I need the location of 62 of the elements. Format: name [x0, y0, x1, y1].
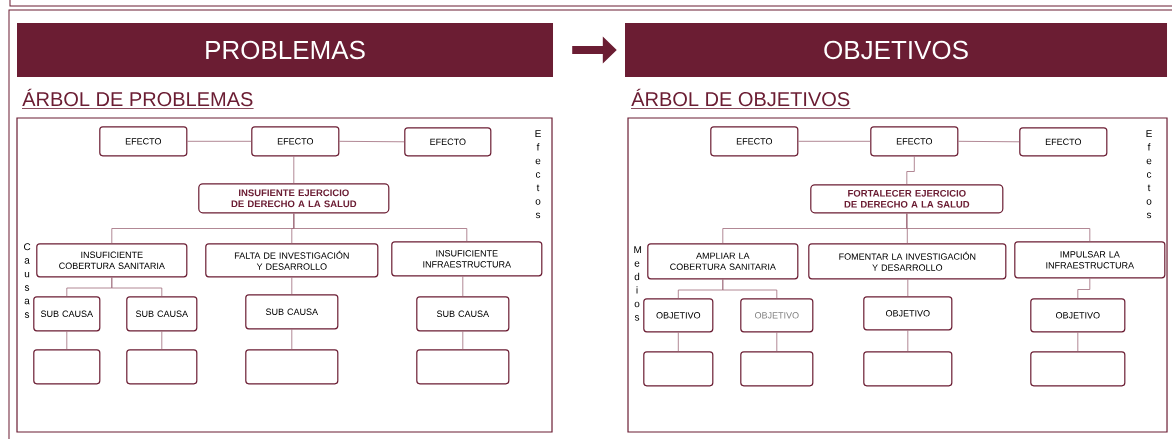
tree-box: EFECTO [710, 126, 799, 157]
empty-box [126, 349, 198, 385]
connector-line [187, 140, 252, 142]
connector-line [722, 279, 778, 299]
empty-box [740, 351, 814, 387]
connector-line [339, 140, 405, 143]
connector-line [1077, 278, 1091, 299]
connector-line [776, 332, 778, 352]
empty-box [416, 349, 510, 385]
empty-box [1030, 351, 1126, 387]
side-label: Efectos [535, 130, 541, 219]
connector-line [907, 279, 909, 297]
side-label: Medios [634, 246, 641, 321]
title-banner: OBJETIVOS [625, 23, 1167, 77]
connector-line [293, 213, 468, 242]
section-title: ÁRBOL DE PROBLEMAS [21, 88, 254, 109]
connector-line [462, 276, 464, 297]
connector-line [291, 329, 293, 350]
tree-box: EFECTO [870, 126, 959, 157]
side-label: Efectos [1146, 130, 1152, 219]
tree-box: INSUFICIENTE COBERTURA SANITARIA [36, 243, 188, 278]
tree-box: OBJETIVO [1030, 298, 1126, 333]
title-banner: PROBLEMAS [17, 23, 553, 77]
central-box: FORTALECER EJERCICIO DE DERECHO A LA SALUD [810, 184, 1004, 214]
connector-line [66, 331, 68, 350]
section-title: ÁRBOL DE OBJETIVOS [630, 88, 851, 109]
connector-line [958, 140, 1020, 143]
tree-box: EFECTO [404, 127, 492, 157]
connector-line [798, 140, 871, 142]
connector-line [1077, 332, 1079, 352]
connector-line [907, 330, 909, 352]
tree-box: EFECTO [99, 126, 188, 157]
tree-box: OBJETIVO [643, 298, 714, 333]
tree-box: FALTA DE INVESTIGACIÓN Y DESARROLLO [205, 243, 379, 278]
tree-box: EFECTO [1019, 127, 1108, 157]
tree-box: SUB CAUSA [245, 294, 339, 330]
tree-box: SUB CAUSA [416, 296, 510, 332]
empty-box [863, 351, 953, 387]
tree-panel [16, 117, 553, 433]
side-label: Causas [24, 243, 31, 318]
tree-box: SUB CAUSA [33, 296, 101, 332]
central-box: INSUFIENTE EJERCICIO DE DERECHO A LA SALUD [198, 183, 390, 214]
tree-box: AMPLIAR LA COBERTURA SANITARIA [647, 243, 799, 280]
connector-line [906, 156, 915, 185]
empty-box [245, 349, 339, 385]
connector-line [111, 277, 163, 297]
empty-box [643, 351, 714, 387]
tree-box: INSUFICIENTE INFRAESTRUCTURA [391, 241, 543, 277]
tree-box: FOMENTAR LA INVESTIGACIÓN Y DESARROLLO [808, 243, 1007, 280]
connector-line [161, 331, 163, 350]
tree-panel [627, 117, 1168, 433]
tree-box: EFECTO [251, 126, 340, 157]
tree-box: SUB CAUSA [126, 296, 198, 332]
connector-line [293, 156, 295, 184]
tree-box: OBJETIVO [863, 296, 953, 331]
tree-box: IMPULSAR LA INFRAESTRUCTURA [1014, 241, 1166, 279]
connector-line [462, 331, 464, 350]
tree-box: OBJETIVO [740, 298, 814, 333]
empty-box [33, 349, 101, 385]
connector-line [677, 332, 679, 352]
connector-line [906, 213, 1091, 242]
connector-line [291, 277, 293, 295]
